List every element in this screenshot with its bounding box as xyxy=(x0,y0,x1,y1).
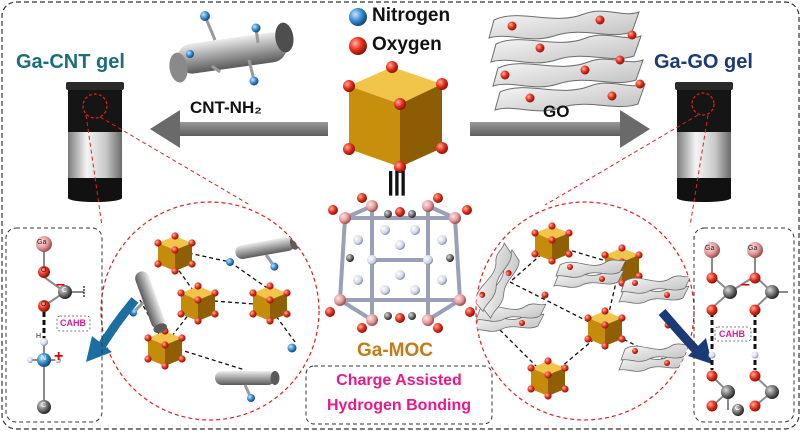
arrow-right-icon xyxy=(470,110,650,148)
left-c1-atom xyxy=(58,285,72,299)
left-h-atom xyxy=(40,338,48,346)
right-minus-charge: – xyxy=(741,276,750,293)
left-zoom-content xyxy=(115,232,305,404)
caption-line-1: Charge Assisted xyxy=(336,372,462,389)
left-n-atom xyxy=(37,353,51,367)
oxygen-ball-icon xyxy=(349,37,367,55)
cnt-nh2-tube-icon xyxy=(169,11,294,86)
left-c2-atom xyxy=(37,400,51,414)
ga-cnt-gel-title: Ga-CNT gel xyxy=(16,51,125,73)
left-o2-atom xyxy=(38,300,50,312)
left-cahb-tag xyxy=(56,315,91,332)
left-ga-label: Ga xyxy=(37,239,47,246)
left-o1-label: O xyxy=(41,267,47,274)
left-o2-label: O xyxy=(41,301,47,308)
ga-cnt-vial-icon xyxy=(66,82,124,202)
caption-box xyxy=(305,365,493,425)
nitrogen-ball-icon xyxy=(349,8,367,26)
zoom-guide-lines xyxy=(85,114,709,227)
ga-moc-label: Ga-MOC xyxy=(357,340,433,361)
legend-nitrogen-label: Nitrogen xyxy=(372,5,451,26)
right-ga-atom-2 xyxy=(747,242,763,258)
left-curved-arrow-icon xyxy=(86,297,139,362)
right-ga2-label: Ga xyxy=(748,245,758,252)
right-cahb-label: CAHB xyxy=(719,329,745,339)
go-arrow-label: GO xyxy=(543,102,570,121)
left-cahb-label: CAHB xyxy=(60,318,86,328)
ga-moc-structure-icon xyxy=(325,193,475,333)
left-h-label: H xyxy=(36,333,42,340)
left-c1-label: C xyxy=(62,287,68,294)
ga-go-vial-icon xyxy=(675,82,733,202)
right-ga-atom-1 xyxy=(704,242,720,258)
right-c-label: C xyxy=(735,405,741,412)
caption-line-2: Hydrogen Bonding xyxy=(327,397,471,414)
right-cahb-tag xyxy=(714,326,752,342)
arrow-left-icon xyxy=(150,110,328,148)
right-c-atom xyxy=(732,404,744,416)
go-sheets-icon xyxy=(488,10,646,112)
cnt-nh2-arrow-label: CNT-NH₂ xyxy=(190,98,262,117)
right-ga1-label: Ga xyxy=(705,245,715,252)
right-scheme-box xyxy=(693,227,795,423)
left-scheme-box xyxy=(5,227,103,423)
ga-go-gel-title: Ga-GO gel xyxy=(654,51,753,73)
left-plus-charge: + xyxy=(54,348,64,365)
left-minus-charge: – xyxy=(56,276,65,293)
left-o1-atom xyxy=(38,266,50,278)
equivalence-symbol: ||| xyxy=(387,166,407,196)
left-ga-atom xyxy=(36,236,52,252)
left-n-label: N xyxy=(41,355,47,362)
left-c2-label: C xyxy=(41,402,47,409)
ga-moc-cube-icon xyxy=(343,61,448,173)
legend-oxygen-label: Oxygen xyxy=(372,34,442,55)
